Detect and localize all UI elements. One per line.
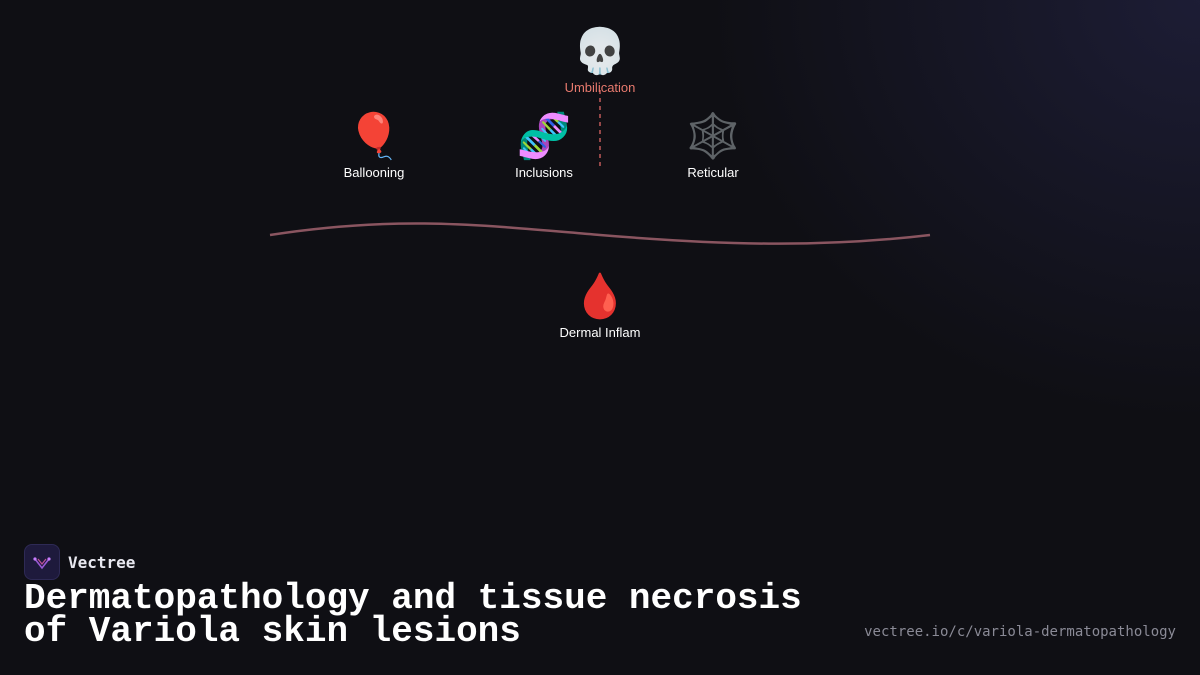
node-dermal-inflam: 🩸 Dermal Inflam xyxy=(560,271,641,340)
node-umbilication: 💀 Umbilication xyxy=(565,26,636,95)
node-label: Umbilication xyxy=(564,80,636,95)
node-label: Ballooning xyxy=(343,165,405,180)
brand: Vectree xyxy=(24,544,135,580)
page-title: Dermatopathology and tissue necrosis of … xyxy=(24,578,802,652)
vectree-logo-icon xyxy=(24,544,60,580)
brand-name: Vectree xyxy=(68,552,136,572)
node-inclusions: 🧬 Inclusions xyxy=(515,111,573,180)
node-label: Reticular xyxy=(687,165,739,180)
node-reticular: 🕸️ Reticular xyxy=(686,111,741,180)
tissue-layer-curve xyxy=(269,222,931,245)
spider-web-icon: 🕸️ xyxy=(685,111,741,162)
blood-drop-icon: 🩸 xyxy=(572,271,628,322)
skull-icon: 💀 xyxy=(572,26,628,77)
balloon-icon: 🎈 xyxy=(346,111,402,162)
node-label: Inclusions xyxy=(515,165,573,180)
node-label: Dermal Inflam xyxy=(559,325,641,340)
dna-icon: 🧬 xyxy=(516,111,572,162)
node-ballooning: 🎈 Ballooning xyxy=(344,111,405,180)
source-url[interactable]: vectree.io/c/variola-dermatopathology xyxy=(864,624,1176,640)
